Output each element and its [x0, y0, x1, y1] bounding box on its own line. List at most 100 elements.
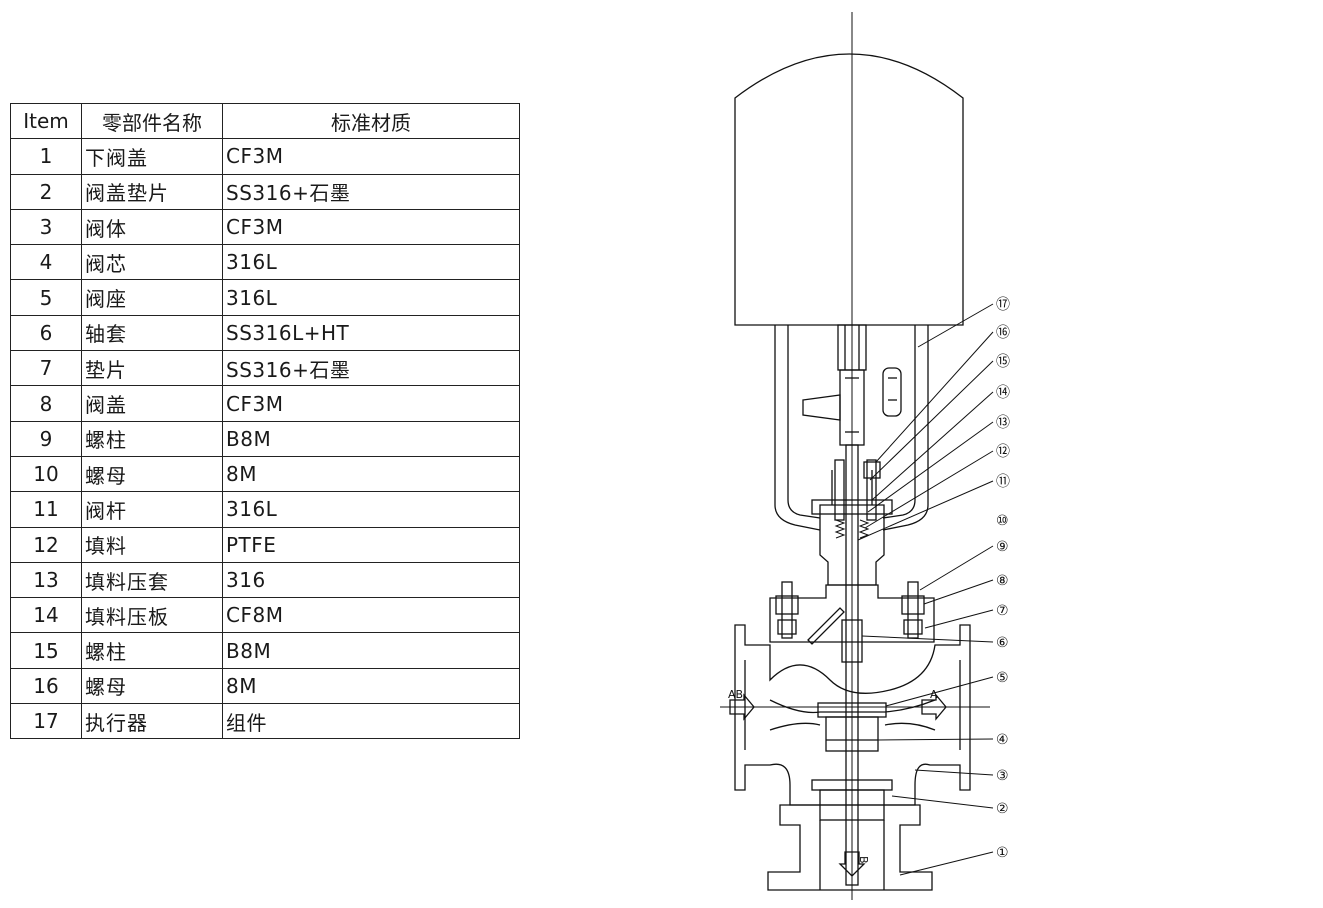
bonnet-flange — [769, 584, 935, 643]
packing-stud-right — [866, 459, 877, 521]
flow-arrow-left — [729, 693, 755, 721]
part-name-cell: 填料 — [81, 526, 223, 563]
flange-stud-right — [907, 581, 919, 639]
callout-10: ⑩ — [996, 513, 1009, 529]
bottom-bonnet — [767, 804, 933, 891]
item-number-cell: 12 — [10, 526, 82, 563]
material-cell: CF8M — [222, 597, 520, 634]
material-cell: 8M — [222, 667, 520, 705]
item-number-cell: 7 — [10, 350, 82, 387]
item-number-cell: 14 — [10, 597, 82, 634]
flow-arrow-bottom — [838, 851, 866, 877]
material-cell: SS316L+HT — [222, 314, 520, 352]
callout-6: ⑥ — [996, 635, 1009, 651]
leader-lines — [857, 303, 994, 876]
part-name-cell: 下阀盖 — [81, 138, 223, 175]
material-cell: CF3M — [222, 385, 520, 422]
item-number-cell: 6 — [10, 314, 82, 352]
callout-12: ⑫ — [996, 444, 1010, 460]
item-number-cell: 10 — [10, 455, 82, 493]
callout-1: ① — [996, 845, 1009, 861]
callout-11: ⑪ — [996, 474, 1010, 490]
port-label-a: A — [930, 688, 938, 701]
callout-13: ⑬ — [996, 415, 1010, 431]
actuator-yoke — [774, 325, 929, 531]
valve-cross-section-diagram: ⑰ ⑯ ⑮ ⑭ ⑬ ⑫ ⑪ ⑩ ⑨ ⑧ ⑦ ⑥ ⑤ ④ ③ ② ① AB A B — [720, 12, 1010, 900]
packing-stud-left — [834, 459, 845, 521]
valve-plug — [825, 716, 879, 752]
flange-nut-right — [901, 595, 925, 615]
part-name-cell: 螺母 — [81, 667, 223, 705]
item-number-cell: 11 — [10, 491, 82, 528]
part-name-cell: 垫片 — [81, 350, 223, 387]
item-number-cell: 5 — [10, 279, 82, 316]
part-name-cell: 螺柱 — [81, 632, 223, 669]
part-name-cell: 执行器 — [81, 703, 223, 740]
part-name-cell: 填料压板 — [81, 597, 223, 634]
item-number-cell: 13 — [10, 561, 82, 599]
material-cell: CF3M — [222, 208, 520, 246]
header-item: Item — [10, 102, 82, 140]
port-label-b: B — [857, 856, 870, 864]
parts-table-header: Item 零部件名称 标准材质 — [10, 102, 520, 140]
part-name-cell: 螺柱 — [81, 420, 223, 457]
packing-rings — [834, 519, 870, 539]
callout-2: ② — [996, 801, 1009, 817]
material-cell: 316L — [222, 244, 520, 281]
bushing — [841, 619, 863, 663]
material-cell: 8M — [222, 455, 520, 493]
item-number-cell: 15 — [10, 632, 82, 669]
callout-7: ⑦ — [996, 603, 1009, 619]
item-number-cell: 8 — [10, 385, 82, 422]
part-name-cell: 阀杆 — [81, 491, 223, 528]
callout-9: ⑨ — [996, 539, 1009, 555]
item-number-cell: 16 — [10, 667, 82, 705]
callout-14: ⑭ — [996, 385, 1010, 401]
callout-labels: ⑰ ⑯ ⑮ ⑭ ⑬ ⑫ ⑪ ⑩ ⑨ ⑧ ⑦ ⑥ ⑤ ④ ③ ② ① — [996, 297, 1010, 861]
flange-nut-left — [775, 595, 799, 615]
port-label-ab: AB — [728, 688, 743, 701]
item-number-cell: 3 — [10, 208, 82, 246]
item-number-cell: 4 — [10, 244, 82, 281]
material-cell: 组件 — [222, 703, 520, 740]
part-name-cell: 阀盖 — [81, 385, 223, 422]
valve-body — [734, 624, 971, 806]
item-number-cell: 17 — [10, 703, 82, 740]
flow-arrow-right — [921, 693, 947, 721]
header-material: 标准材质 — [222, 102, 520, 140]
header-part-name: 零部件名称 — [81, 102, 223, 140]
part-name-cell: 阀座 — [81, 279, 223, 316]
actuator-housing — [734, 53, 964, 326]
callout-16: ⑯ — [996, 325, 1010, 341]
material-cell: PTFE — [222, 526, 520, 563]
material-cell: 316L — [222, 279, 520, 316]
valve-stem — [845, 444, 859, 886]
stroke-indicator — [882, 367, 902, 417]
flange-stud-left — [781, 581, 793, 639]
item-number-cell: 9 — [10, 420, 82, 457]
packing-gland-flange — [811, 499, 893, 515]
header-row: Item 零部件名称 标准材质 — [10, 102, 520, 140]
callout-17: ⑰ — [996, 297, 1010, 313]
part-name-cell: 阀体 — [81, 208, 223, 246]
part-name-cell: 填料压套 — [81, 561, 223, 599]
callout-5: ⑤ — [996, 670, 1009, 686]
item-number-cell: 1 — [10, 138, 82, 175]
callout-3: ③ — [996, 768, 1009, 784]
